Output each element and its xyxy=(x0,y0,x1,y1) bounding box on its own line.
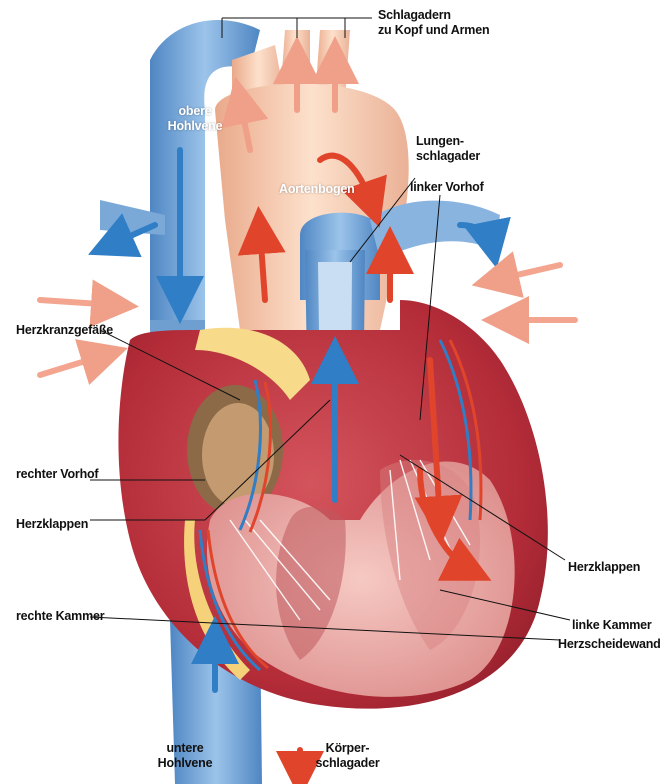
label-superior-vena-cava: obere Hohlvene xyxy=(160,104,230,134)
label-aorta-body: Körper- schlagader xyxy=(305,741,390,771)
label-valves-right: Herzklappen xyxy=(568,560,640,575)
label-valves-left: Herzklappen xyxy=(16,517,88,532)
label-inferior-vena-cava: untere Hohlvene xyxy=(150,741,220,771)
label-aortic-arch: Aortenbogen xyxy=(279,182,355,197)
label-pulmonary-artery: Lungen- schlagader xyxy=(416,134,480,164)
label-coronary-vessels: Herzkranzgefäße xyxy=(16,323,113,338)
label-right-ventricle: rechte Kammer xyxy=(16,609,104,624)
label-septum: Herzscheidewand xyxy=(558,637,661,652)
label-arteries-head: Schlagadern zu Kopf und Armen xyxy=(378,8,489,38)
label-right-atrium: rechter Vorhof xyxy=(16,467,98,482)
label-left-ventricle: linke Kammer xyxy=(572,618,652,633)
label-left-atrium: linker Vorhof xyxy=(410,180,484,195)
